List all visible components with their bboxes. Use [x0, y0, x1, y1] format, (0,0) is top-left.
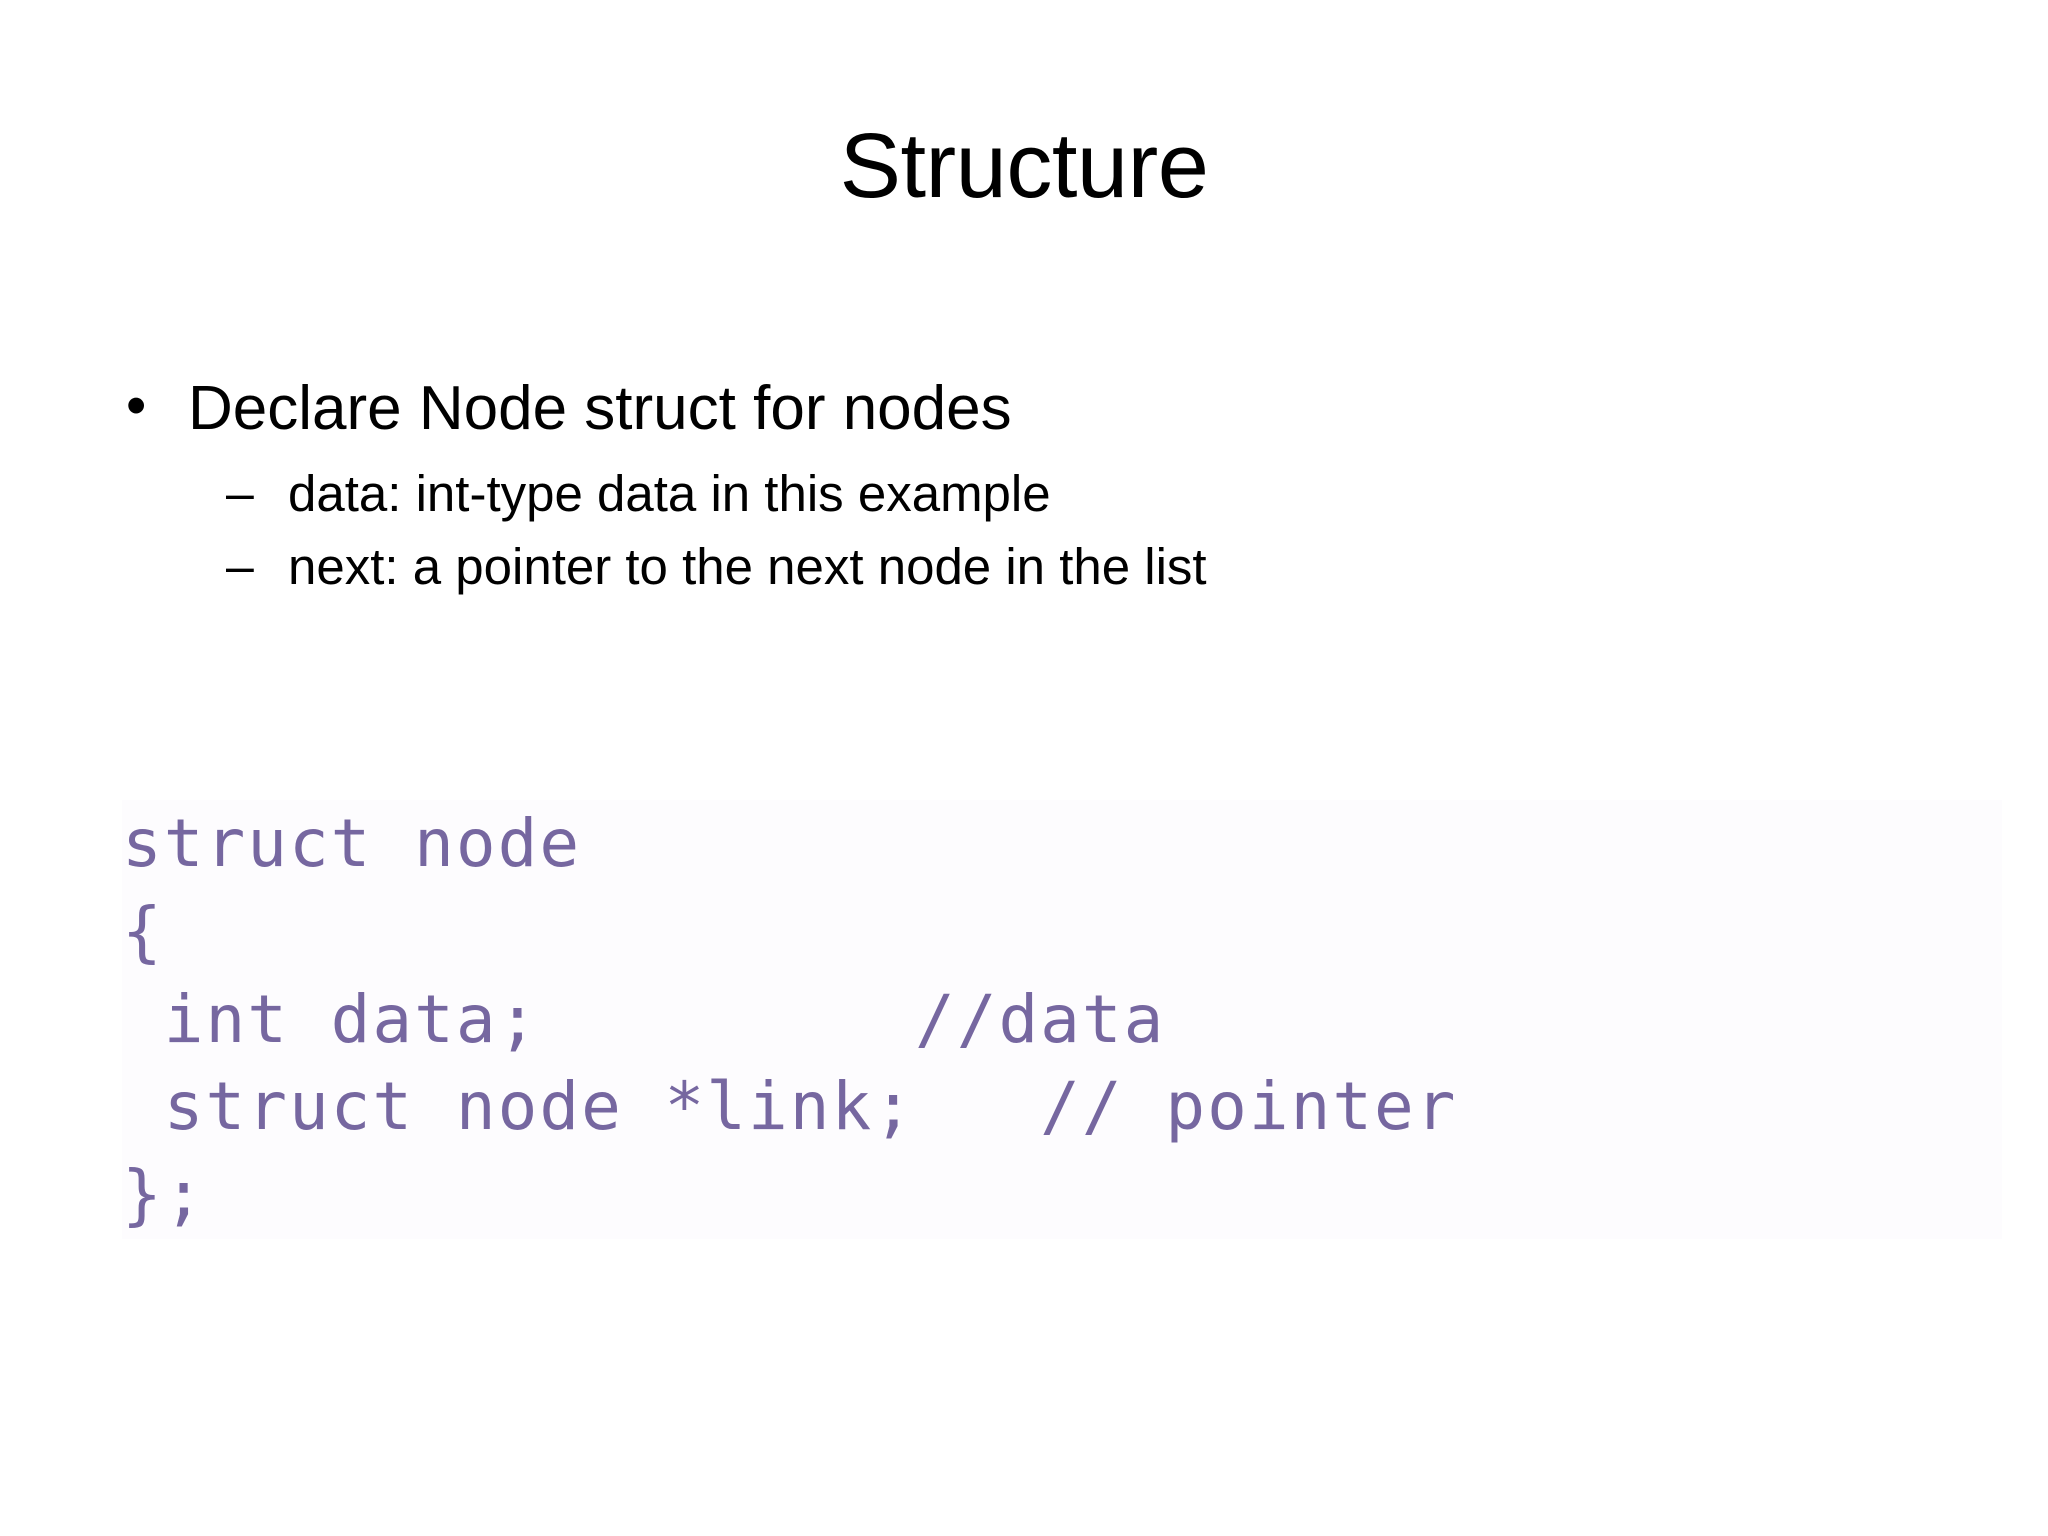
list-item-label: data: int-type data in this example	[288, 465, 1051, 523]
code-line: {	[122, 892, 164, 970]
code-line: int data; //data	[122, 980, 1166, 1058]
list-item: – next: a pointer to the next node in th…	[226, 536, 1948, 597]
code-line: };	[122, 1156, 206, 1234]
bullet-dash-icon: –	[226, 465, 254, 522]
list-item: • Declare Node struct for nodes	[118, 372, 1948, 445]
code-snippet: struct node { int data; //data struct no…	[122, 800, 2002, 1239]
code-line: struct node *link; // pointer	[122, 1068, 1458, 1146]
title-container: Structure	[0, 118, 2048, 215]
code-line: struct node	[122, 805, 582, 882]
bullet-dash-icon: –	[226, 538, 254, 595]
list-item: – data: int-type data in this example	[226, 463, 1948, 524]
page-title: Structure	[839, 115, 1209, 217]
list-item-label: Declare Node struct for nodes	[188, 374, 1012, 443]
bullet-list: • Declare Node struct for nodes – data: …	[118, 372, 1948, 610]
list-item-label: next: a pointer to the next node in the …	[288, 538, 1207, 596]
bullet-dot-icon: •	[126, 373, 147, 438]
